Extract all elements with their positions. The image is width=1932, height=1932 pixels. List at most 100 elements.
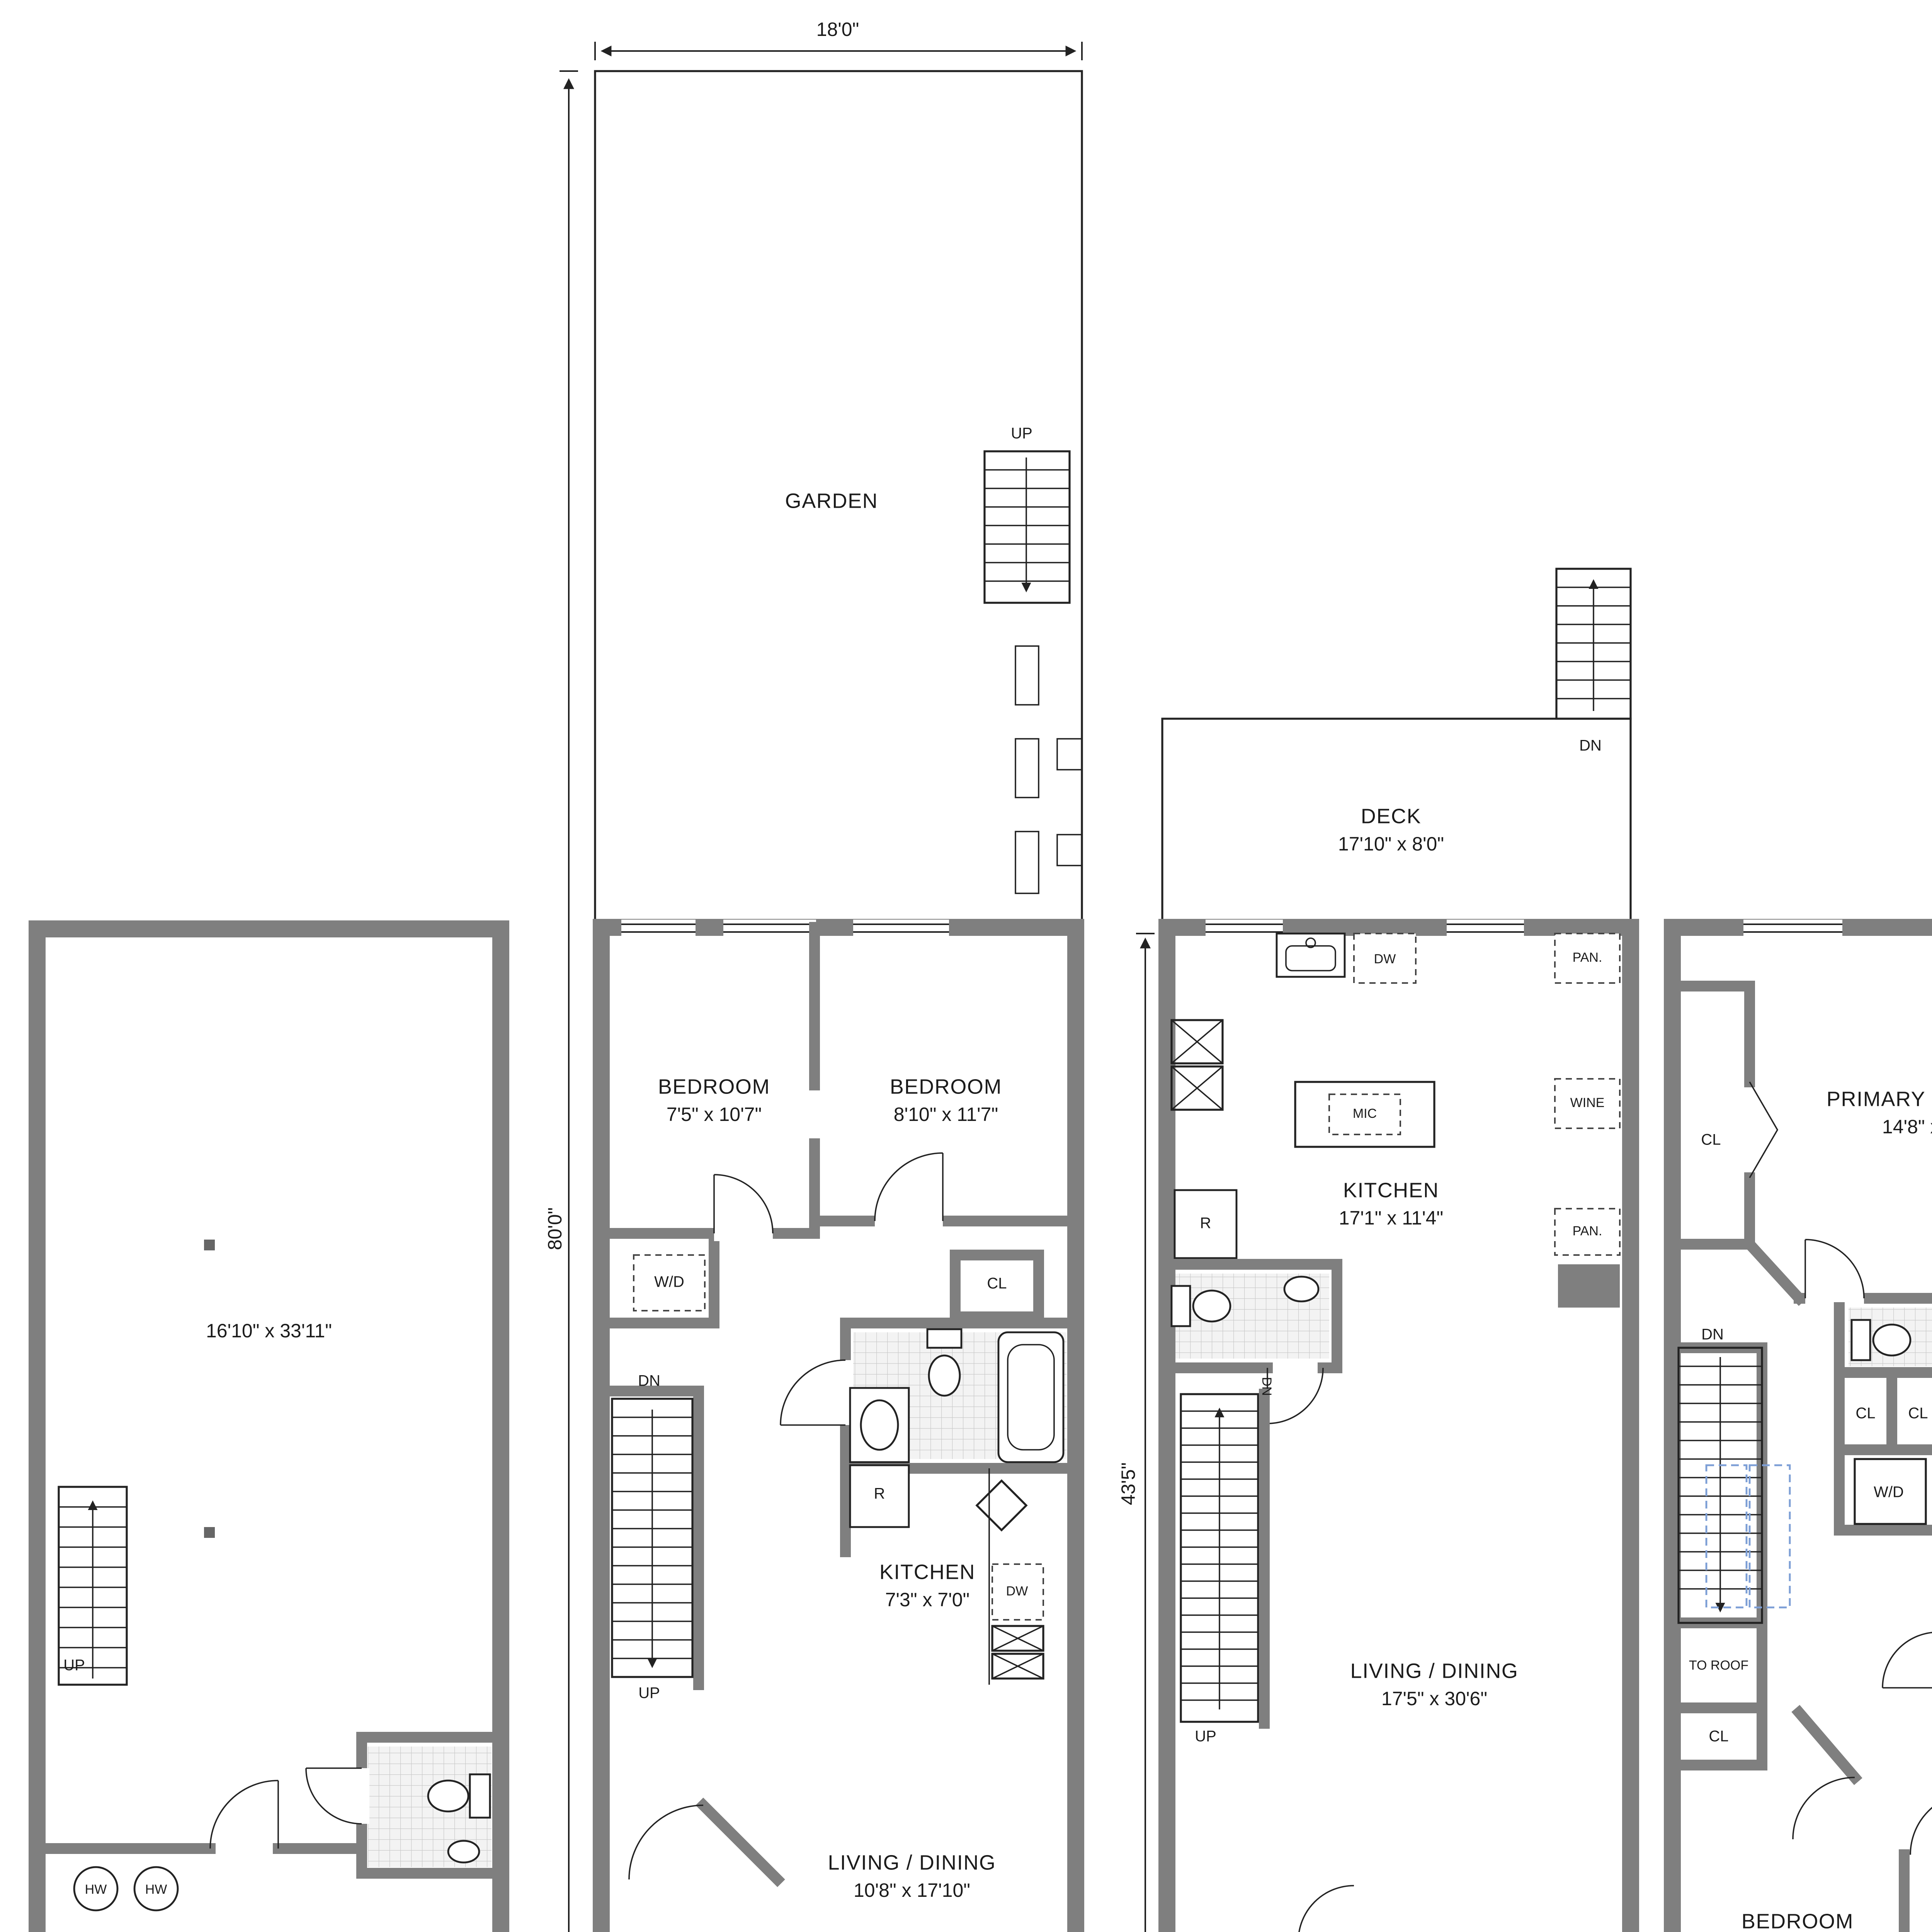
garden-exterior-walls — [593, 919, 1084, 1932]
wd-label: W/D — [1874, 1484, 1904, 1501]
door-arcs — [628, 1152, 944, 1880]
closet-label: CL — [987, 1275, 1007, 1292]
kitchen-name: KITCHEN — [879, 1560, 975, 1583]
kitchen-name: KITCHEN — [1343, 1179, 1439, 1202]
windows — [1206, 920, 1524, 937]
garden-name: GARDEN — [785, 489, 878, 512]
dishwasher-box — [1353, 933, 1417, 984]
parlor-stairs — [1180, 1393, 1259, 1723]
labels: 18'0" 80'0" 43'5" 16'10" x 33'11" UP HW … — [63, 19, 1932, 1932]
garden-exterior-stairs — [983, 450, 1071, 604]
deck-dn-label: DN — [1579, 737, 1602, 754]
to-roof-label: TO ROOF — [1689, 1658, 1748, 1673]
living-dims: 17'5" x 30'6" — [1381, 1688, 1487, 1709]
garden-floor-plan — [593, 70, 1084, 1932]
garden-kitchen-fixtures — [849, 1464, 1044, 1685]
stair-dn-label: DN — [1259, 1377, 1274, 1396]
hw-label: HW — [145, 1882, 167, 1897]
column — [204, 1240, 215, 1250]
closet-label: CL — [1701, 1131, 1721, 1148]
fridge — [849, 1464, 910, 1528]
garden-planter — [1015, 738, 1039, 798]
parlor-exterior-walls — [1158, 919, 1639, 1932]
cellar-stairs — [58, 1486, 128, 1686]
hw-label: HW — [85, 1882, 107, 1897]
washer-dryer-box — [1854, 1458, 1927, 1525]
wine-label: WINE — [1570, 1095, 1605, 1110]
door-arc — [1267, 1367, 1324, 1424]
dim-lot-width: 18'0" — [816, 19, 859, 40]
door-arc — [1804, 1239, 1865, 1299]
kitchen-sink — [975, 1479, 1028, 1532]
living-name: LIVING / DINING — [1350, 1659, 1518, 1682]
closet-label: CL — [1908, 1405, 1928, 1422]
garden-planter — [1015, 831, 1039, 894]
primary-bedroom-dims: 14'8" x 12'0" — [1882, 1116, 1932, 1138]
pantry-box — [1554, 1208, 1621, 1256]
garden-planter — [1015, 645, 1039, 706]
deck-dims: 17'10" x 8'0" — [1338, 833, 1444, 855]
second-stairs — [1677, 1347, 1791, 1624]
fridge-label: R — [1200, 1215, 1211, 1232]
second-floor-plan — [1664, 919, 1932, 1932]
washer-dryer-box — [633, 1254, 706, 1311]
stair-dn-label: DN — [1701, 1326, 1724, 1343]
primary-bath-fixtures — [1850, 1319, 1912, 1361]
pantry-box — [1554, 933, 1621, 984]
cellar-plan — [29, 920, 509, 1932]
bedroom-name: BEDROOM — [658, 1075, 770, 1098]
fridge-label: R — [874, 1485, 885, 1502]
wine-fridge-box — [1554, 1078, 1621, 1129]
water-heaters — [73, 1866, 179, 1912]
bedroom-dims: 8'10" x 11'7" — [894, 1104, 998, 1125]
stair-up-label: UP — [1195, 1728, 1216, 1745]
bedroom-name: BEDROOM — [1742, 1910, 1854, 1932]
cellar-bath-fixtures — [427, 1773, 491, 1864]
windows — [1743, 920, 1842, 937]
open-to-below — [1705, 1464, 1748, 1609]
pantry-label: PAN. — [1573, 1224, 1602, 1238]
kitchen-island — [1294, 1081, 1435, 1148]
open-to-below — [1748, 1464, 1791, 1609]
door-arcs — [1792, 1777, 1932, 1855]
deck-name: DECK — [1361, 804, 1421, 828]
door-arc — [1882, 1632, 1932, 1689]
living-dims: 10'8" x 17'10" — [854, 1879, 970, 1901]
bedroom-dims: 7'5" x 10'7" — [667, 1104, 762, 1125]
cellar-up-label: UP — [63, 1657, 85, 1674]
parlor-floor-plan — [1158, 568, 1639, 1932]
pantry-label: PAN. — [1573, 950, 1602, 965]
dimension-lines — [560, 42, 1155, 1932]
door-arc — [1298, 1885, 1354, 1932]
microwave-box — [1328, 1094, 1401, 1135]
dishwasher-box — [992, 1563, 1044, 1621]
wd-label: W/D — [654, 1274, 684, 1291]
kitchen-dims: 7'3" x 7'0" — [885, 1589, 970, 1611]
deck-stairs — [1555, 568, 1632, 720]
stair-up-label: UP — [638, 1685, 660, 1702]
dw-label: DW — [1006, 1584, 1028, 1599]
column — [204, 1527, 215, 1538]
bifold-door — [1749, 1082, 1779, 1178]
kitchen-dims: 17'1" x 11'4" — [1339, 1207, 1444, 1229]
parlor-kitchen-fixtures — [1170, 932, 1621, 1308]
cellar-room-dims: 16'10" x 33'11" — [206, 1320, 332, 1342]
powder-room-fixtures — [1170, 1276, 1320, 1327]
garden-up-label: UP — [1011, 425, 1032, 442]
garden-bath-fixtures — [849, 1328, 1065, 1463]
living-name: LIVING / DINING — [828, 1851, 996, 1874]
windows — [621, 920, 949, 937]
fridge — [1173, 1189, 1238, 1259]
dw-label: DW — [1374, 952, 1396, 966]
cellar-exterior-walls — [29, 920, 509, 1932]
dim-parlor-depth: 43'5" — [1117, 1463, 1139, 1505]
bedroom-name: BEDROOM — [890, 1075, 1002, 1098]
microwave-label: MIC — [1353, 1106, 1377, 1121]
closet-label: CL — [1709, 1728, 1728, 1745]
stair-dn-label: DN — [638, 1372, 660, 1389]
dim-lot-depth: 80'0" — [544, 1208, 566, 1250]
closet-label: CL — [1855, 1405, 1875, 1422]
garden-stairs — [611, 1398, 694, 1678]
